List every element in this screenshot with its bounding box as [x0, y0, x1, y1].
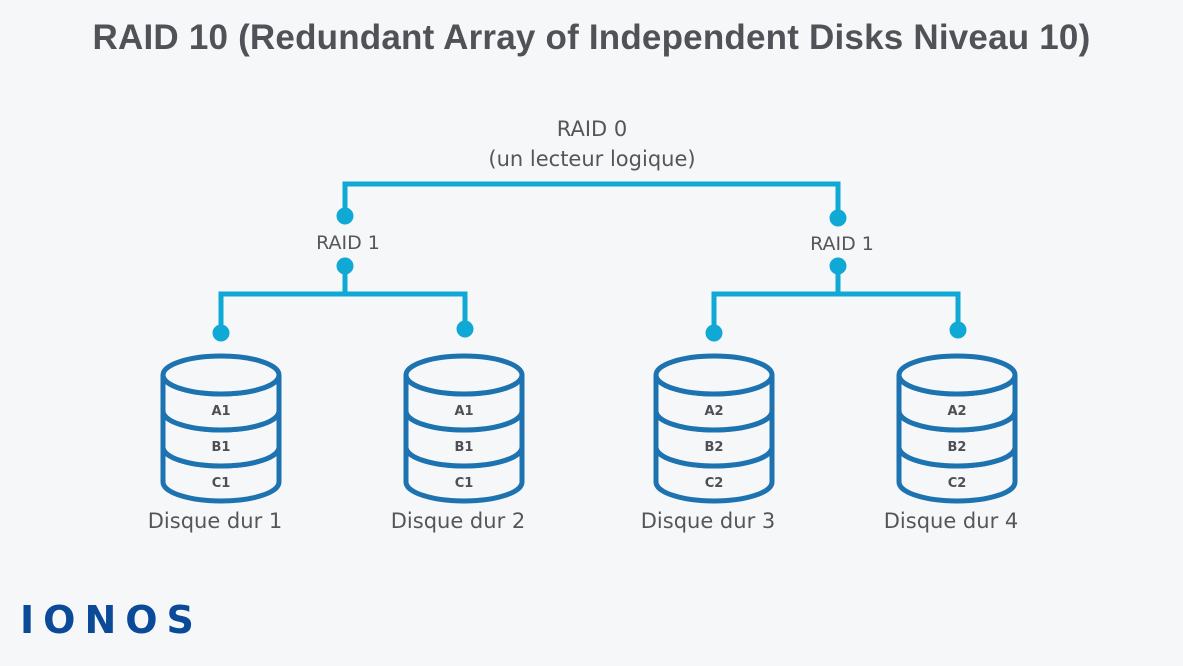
disk-top [160, 353, 282, 397]
raid1-label-left: RAID 1 [316, 232, 380, 254]
raid1-right-connector [711, 291, 961, 333]
raid0-connector [342, 181, 841, 218]
block-label: C2 [948, 476, 967, 491]
connector-lines [212, 181, 967, 342]
raid0-label: RAID 0 [557, 117, 628, 141]
disk-label: Disque dur 4 [884, 509, 1019, 533]
block-label: B2 [948, 440, 967, 455]
disk-top [653, 353, 775, 397]
block-label: B1 [455, 440, 474, 455]
connector-dot [949, 321, 967, 339]
connector-dot [212, 324, 230, 342]
block-label: A2 [704, 404, 723, 419]
disk-top [403, 353, 525, 397]
block-label: A1 [211, 404, 230, 419]
block-label: A2 [947, 404, 966, 419]
block-label: C2 [705, 476, 724, 491]
diagram-title: RAID 10 (Redundant Array of Independent … [92, 18, 1091, 57]
connector-dot [829, 209, 847, 227]
raid0-sublabel: (un lecteur logique) [488, 147, 695, 171]
disk-label: Disque dur 2 [391, 509, 526, 533]
raid1-left-connector [218, 291, 468, 333]
disk-top [896, 353, 1018, 397]
disk-label: Disque dur 3 [641, 509, 776, 533]
connector-dot [705, 324, 723, 342]
connector-dot [456, 320, 474, 338]
block-label: B1 [212, 440, 231, 455]
connector-dot [336, 207, 354, 225]
raid1-label-right: RAID 1 [810, 233, 874, 255]
block-label: B2 [705, 440, 724, 455]
ionos-logo: IONOS [20, 598, 203, 642]
block-label: C1 [455, 476, 474, 491]
block-label: C1 [212, 476, 231, 491]
block-label: A1 [454, 404, 473, 419]
disk-label: Disque dur 1 [148, 509, 283, 533]
